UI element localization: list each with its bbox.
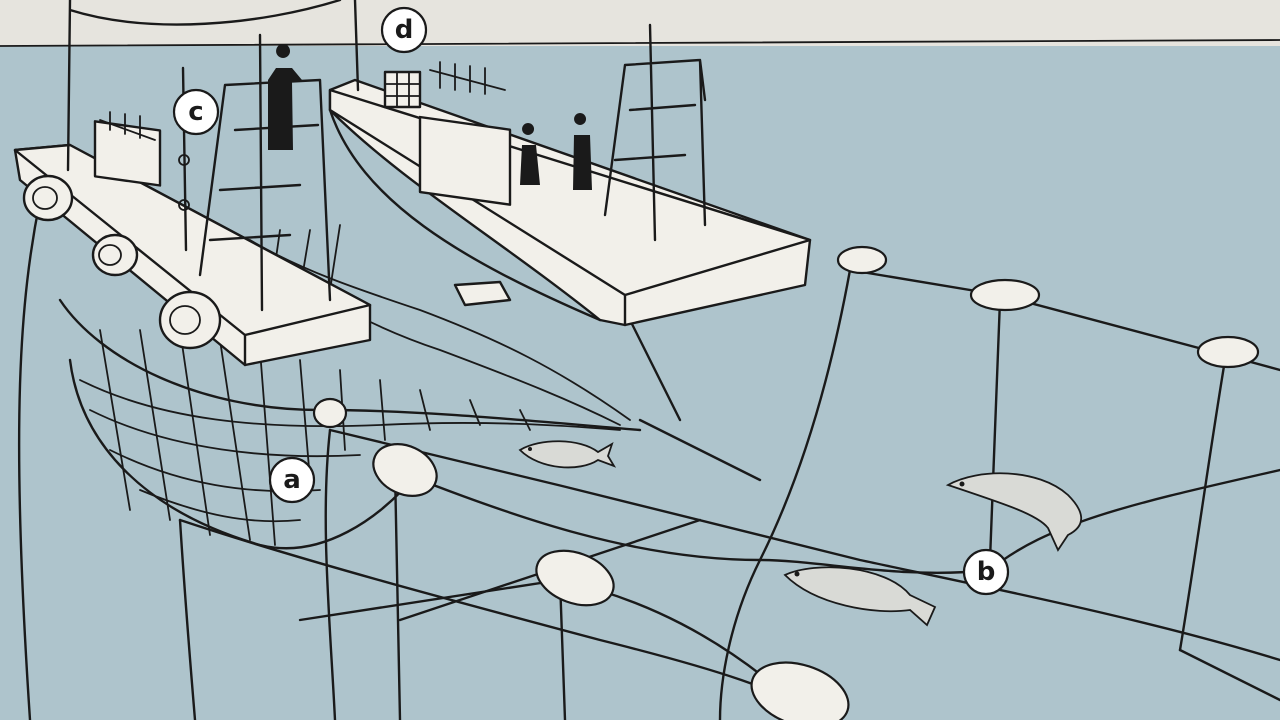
float-icon — [836, 245, 888, 275]
label-a: a — [268, 456, 316, 504]
sky — [0, 0, 1280, 46]
label-b: b — [962, 548, 1010, 596]
seiner-boat — [328, 0, 812, 327]
crew-member-icon — [268, 44, 302, 151]
fish-group — [518, 440, 1083, 627]
svg-text:d: d — [395, 15, 414, 45]
float-icon — [535, 549, 615, 607]
float-icon — [1196, 335, 1260, 369]
svg-text:a: a — [283, 465, 301, 495]
float-icon — [969, 278, 1041, 312]
label-c: c — [172, 88, 220, 136]
float-icon — [372, 443, 438, 497]
crew-member-icon — [520, 123, 540, 185]
salmon-icon — [518, 440, 617, 469]
tire-fender-icon — [91, 233, 139, 277]
net-main — [17, 198, 1280, 720]
salmon-icon — [783, 566, 937, 627]
float-icon — [312, 397, 348, 429]
svg-text:c: c — [188, 97, 203, 127]
cork-floats — [312, 245, 1260, 720]
salmon-icon — [945, 472, 1083, 552]
tire-fender-icon — [158, 290, 222, 350]
svg-text:b: b — [977, 557, 996, 587]
tire-fender-icon — [22, 174, 74, 222]
horizon-line — [0, 39, 1280, 47]
crew-member-icon — [573, 113, 592, 190]
skiff-boat — [13, 0, 372, 367]
label-d: d — [380, 6, 428, 54]
float-icon — [750, 661, 850, 720]
